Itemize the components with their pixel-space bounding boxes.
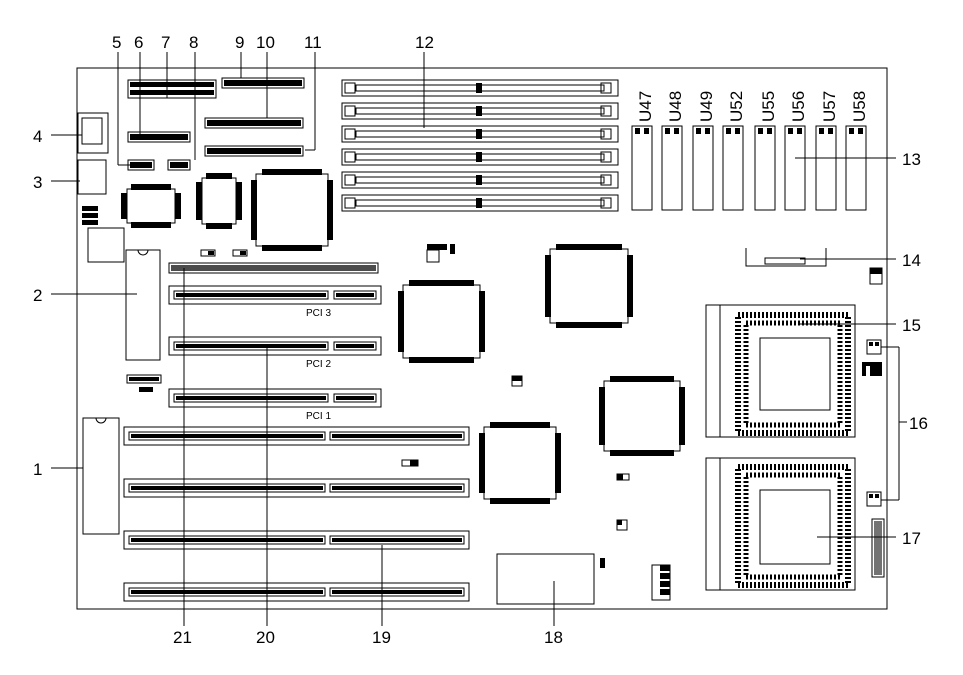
callout-20: 20 bbox=[256, 628, 275, 647]
chip-label: U55 bbox=[759, 91, 778, 122]
header-connector-11 bbox=[204, 145, 304, 157]
chip-label: U58 bbox=[850, 91, 869, 122]
isa-slot[interactable] bbox=[123, 530, 470, 550]
chip-label: U47 bbox=[636, 91, 655, 122]
cpu-socket-15 bbox=[705, 304, 856, 438]
isa-slot[interactable] bbox=[123, 478, 470, 498]
callout-10: 10 bbox=[256, 33, 275, 52]
chip-label: U48 bbox=[666, 91, 685, 122]
callout-8: 8 bbox=[189, 33, 198, 52]
callout-5: 5 bbox=[112, 33, 121, 52]
port-connector-4 bbox=[77, 112, 109, 154]
jumper-16-top bbox=[862, 339, 882, 376]
pga-pin-area-inner bbox=[743, 320, 843, 428]
dimm-slot bbox=[341, 171, 619, 189]
power-header bbox=[871, 518, 885, 578]
isa-slot[interactable] bbox=[123, 582, 470, 602]
pci-slot-label: PCI 3 bbox=[306, 308, 331, 319]
jumper-right-top bbox=[869, 267, 883, 285]
small-jumper-left bbox=[82, 206, 98, 225]
pci-slot-label: PCI 2 bbox=[306, 359, 331, 370]
pga-pin-area bbox=[735, 464, 851, 588]
pga-pin-area bbox=[735, 312, 851, 436]
callout-9: 9 bbox=[235, 33, 244, 52]
memory-chip: U57 bbox=[815, 91, 839, 211]
chip-lower-left bbox=[479, 422, 561, 504]
callout-6: 6 bbox=[134, 33, 143, 52]
callout-3: 3 bbox=[33, 173, 42, 192]
pci-slot-3[interactable]: PCI 3 bbox=[168, 285, 382, 319]
regulator-block bbox=[87, 227, 125, 263]
callout-15: 15 bbox=[902, 316, 921, 335]
memory-chip: U47 bbox=[631, 91, 655, 211]
memory-chip: U48 bbox=[661, 91, 685, 211]
pci-slot-label: PCI 1 bbox=[306, 411, 331, 422]
header-connector-10 bbox=[204, 117, 304, 129]
leader-lines bbox=[51, 52, 907, 626]
dimm-slot bbox=[341, 148, 619, 166]
callout-7: 7 bbox=[161, 33, 170, 52]
callout-numbers: 1 2 3 4 5 6 7 8 9 10 11 12 13 14 15 16 1… bbox=[33, 33, 928, 647]
callout-16: 16 bbox=[909, 414, 928, 433]
header-connector-6b bbox=[127, 131, 191, 143]
callout-2: 2 bbox=[33, 286, 42, 305]
chip-mid-left bbox=[398, 280, 485, 363]
memory-slots-12 bbox=[341, 79, 619, 212]
pci-header-21 bbox=[168, 262, 379, 274]
chip-large-top bbox=[251, 169, 333, 251]
memory-chips-13: U47 U48 U49 U52 U55 bbox=[631, 91, 869, 211]
memory-chip: U49 bbox=[692, 91, 716, 211]
dimm-slot bbox=[341, 79, 619, 97]
memory-chip: U56 bbox=[784, 91, 808, 211]
callout-4: 4 bbox=[33, 127, 42, 146]
jumper-mid-top bbox=[426, 244, 455, 263]
callout-13: 13 bbox=[902, 150, 921, 169]
chip-mid-right bbox=[545, 244, 633, 328]
jumper-16-bottom bbox=[866, 491, 882, 507]
callout-11: 11 bbox=[304, 33, 322, 52]
jumper-mid bbox=[511, 375, 523, 387]
chip-label: U57 bbox=[820, 91, 839, 122]
jumper-isa bbox=[401, 459, 419, 467]
battery-holder-14 bbox=[745, 248, 827, 267]
header-connector-6-7-8 bbox=[127, 79, 217, 99]
isa-slot[interactable] bbox=[123, 426, 470, 446]
chip-small-a bbox=[121, 184, 181, 228]
jumper-pair bbox=[200, 249, 248, 257]
memory-chip: U52 bbox=[722, 91, 746, 211]
chip-label: U52 bbox=[727, 91, 746, 122]
jumper-block-lower-left bbox=[126, 374, 162, 392]
pga-pin-area-inner bbox=[743, 472, 843, 580]
callout-17: 17 bbox=[902, 529, 921, 548]
dimm-slot bbox=[341, 194, 619, 212]
callout-18: 18 bbox=[544, 628, 563, 647]
chip-1 bbox=[82, 417, 120, 535]
pci-slot-2[interactable]: PCI 2 bbox=[168, 336, 382, 370]
dimm-slot bbox=[341, 125, 619, 143]
chip-label: U49 bbox=[697, 91, 716, 122]
board-outline bbox=[76, 67, 888, 610]
pci-slot-1[interactable]: PCI 1 bbox=[168, 388, 382, 422]
dimm-slot bbox=[341, 102, 619, 120]
callout-12: 12 bbox=[415, 33, 434, 52]
chip-lower-right bbox=[599, 376, 685, 456]
memory-chip: U55 bbox=[754, 91, 778, 211]
callout-1: 1 bbox=[33, 460, 42, 479]
callout-21: 21 bbox=[173, 628, 192, 647]
port-connector-3 bbox=[77, 159, 107, 195]
header-connector-9 bbox=[221, 77, 305, 89]
chip-small-b bbox=[196, 173, 242, 229]
callout-14: 14 bbox=[902, 251, 921, 270]
jumper-small-mid bbox=[616, 473, 630, 531]
jumper-stack bbox=[600, 558, 671, 601]
chip-label: U56 bbox=[789, 91, 808, 122]
component-18 bbox=[496, 553, 595, 605]
memory-chip: U58 bbox=[845, 91, 869, 211]
cpu-socket-17 bbox=[705, 457, 856, 591]
bios-chip-2 bbox=[125, 249, 161, 361]
callout-19: 19 bbox=[372, 628, 391, 647]
header-connector-8b bbox=[167, 159, 191, 171]
